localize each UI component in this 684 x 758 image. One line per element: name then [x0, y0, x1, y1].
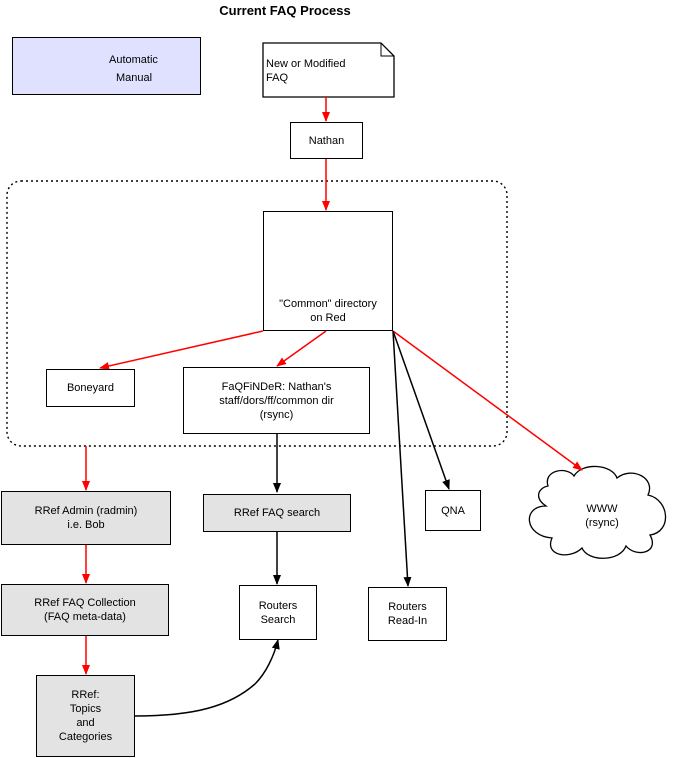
- diagram-title: Current FAQ Process: [219, 3, 351, 18]
- arrow-common-to-www: [392, 330, 583, 471]
- node-rref-admin: RRef Admin (radmin) i.e. Bob: [1, 491, 171, 545]
- new-faq-document-fold: [380, 43, 394, 57]
- common-directory-label: "Common" directory on Red: [279, 298, 377, 324]
- www-cloud-shape: [528, 465, 667, 559]
- arrow-common-to-qna: [392, 330, 450, 490]
- legend: Automatic Manual: [12, 37, 201, 95]
- node-nathan: Nathan: [290, 122, 363, 159]
- node-rref-faq-collection: RRef FAQ Collection (FAQ meta-data): [1, 584, 169, 636]
- node-rref-topics-categories: RRef: Topics and Categories: [36, 675, 135, 757]
- node-common-directory: "Common" directory on Red: [263, 211, 393, 331]
- node-faqfinder: FaQFiNDeR: Nathan's staff/dors/ff/common…: [183, 367, 370, 434]
- arrow-common-to-boneyard: [99, 330, 264, 370]
- node-qna: QNA: [425, 490, 481, 531]
- arrow-common-to-faqfinder: [276, 330, 327, 367]
- red-server-boundary: [6, 180, 508, 447]
- node-www: WWW (rsync): [585, 503, 619, 529]
- node-new-faq: New or Modified FAQ: [266, 58, 346, 84]
- node-routers-search: Routers Search: [239, 585, 317, 640]
- arrow-common-to-routers-readin: [392, 330, 412, 587]
- new-faq-document-shape: [262, 42, 395, 98]
- node-rref-faq-search: RRef FAQ search: [203, 494, 351, 532]
- legend-automatic-label: Automatic: [109, 54, 158, 66]
- node-routers-readin: Routers Read-In: [368, 587, 447, 641]
- node-boneyard: Boneyard: [46, 369, 135, 407]
- arrow-topics-to-routers-search: [134, 639, 280, 717]
- legend-manual-label: Manual: [116, 72, 153, 84]
